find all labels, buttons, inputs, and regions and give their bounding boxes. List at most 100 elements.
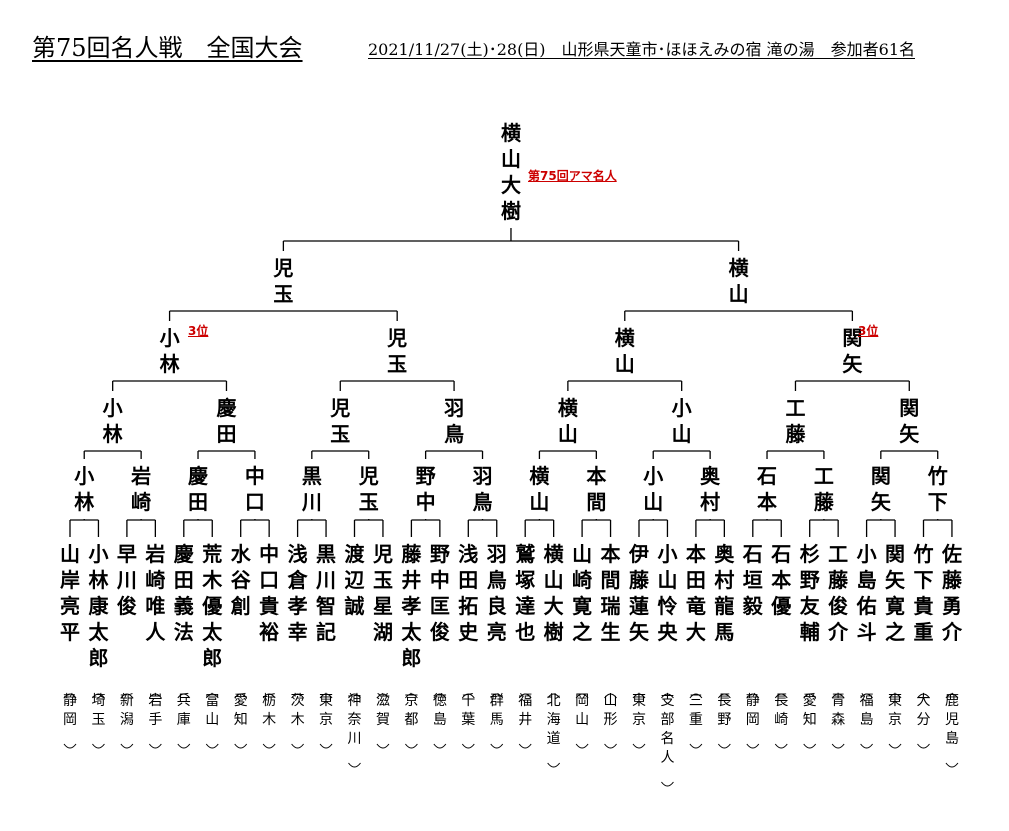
page-title: 第75回名人戦 全国大会 [32,34,303,62]
player-name: 児 玉 星 湖 [372,542,393,644]
prefecture-bracket-mark [917,693,930,699]
prefecture-bracket-mark [205,743,219,749]
winner-name: 関 矢 [870,464,891,514]
player-prefecture: 静 岡 [745,693,760,728]
winner-name: 横 山 [529,464,550,514]
prefecture-bracket-mark [945,693,959,699]
prefecture-bracket-mark [860,693,873,699]
prefecture-bracket-mark [547,762,561,768]
prefecture-bracket-mark [148,743,162,749]
player-name: 中 口 貴 裕 [259,542,280,644]
prefecture-bracket-mark [262,693,276,699]
prefecture-bracket-mark [888,743,902,749]
player-prefecture: 長 崎 [774,693,789,728]
prefecture-bracket-mark [319,693,333,699]
player-prefecture: 京 都 [404,693,419,728]
player-prefecture: 支 部 名 人 [660,693,675,766]
event-info: 2021/11/27(土)･28(日) 山形県天童市･ほほえみの宿 滝の湯 参加… [368,40,915,59]
winner-name: 児 玉 [387,326,408,376]
player-prefecture: 静 岡 [63,693,77,728]
prefecture-bracket-mark [291,693,304,699]
player-prefecture: 新 潟 [119,693,134,728]
winner-name: 工 藤 [813,464,834,514]
prefecture-bracket-mark [177,743,191,749]
player-name: 荒 木 優 太 郎 [202,542,223,670]
player-name: 小 島 佑 斗 [856,542,877,644]
prefecture-bracket-mark [490,693,504,699]
player-name: 伊 藤 蓮 矢 [629,542,649,644]
player-prefecture: 青 森 [831,693,846,728]
winner-name: 野 中 [415,464,436,514]
player-name: 浅 倉 孝 幸 [287,542,308,644]
player-name: 関 矢 寛 之 [885,542,906,644]
player-prefecture: 岡 山 [575,693,590,728]
player-name: 小 山 怜 央 [657,542,678,644]
prefecture-bracket-mark [604,743,617,749]
player-name: 藤 井 孝 太 郎 [401,542,422,670]
prefecture-bracket-mark [433,693,447,699]
player-name: 羽 鳥 良 亮 [486,542,507,644]
player-prefecture: 鹿 児 島 [944,693,959,747]
player-prefecture: 千 葉 [461,693,476,728]
prefecture-bracket-mark [547,693,561,699]
third-place-note-right: 3位 [858,324,879,338]
prefecture-bracket-mark [461,743,475,749]
player-prefecture: 東 京 [632,693,646,728]
prefecture-bracket-mark [234,693,248,699]
winner-name: 小 林 [74,464,95,514]
player-name: 浅 田 拓 史 [458,542,479,644]
winner-name: 横 山 [557,396,578,446]
player-name: 杉 野 友 輔 [799,542,820,644]
prefecture-bracket-mark [604,693,617,699]
prefecture-bracket-mark [575,693,589,699]
winner-name: 奥 村 [700,464,721,514]
third-place-note-left: 3位 [188,324,209,338]
player-name: 野 中 匡 俊 [429,542,450,644]
winner-name: 小 林 [159,326,180,376]
champion-note: 第75回アマ名人 [528,169,617,183]
prefecture-bracket-mark [405,693,418,699]
prefecture-bracket-mark [63,693,77,699]
player-name: 奥 村 龍 馬 [714,542,735,644]
player-prefecture: 岩 手 [148,693,163,728]
winner-name: 小 山 [643,464,664,514]
player-prefecture: 北 海 道 [546,693,561,747]
prefecture-bracket-mark [661,693,674,699]
winner-name: 児 玉 [358,464,379,514]
prefecture-bracket-mark [632,743,646,749]
prefecture-bracket-mark [774,693,788,699]
prefecture-bracket-mark [831,743,845,749]
prefecture-bracket-mark [120,743,134,749]
player-prefecture: 栃 木 [262,693,277,728]
prefecture-bracket-mark [120,693,134,699]
winner-name: 横 山 [728,256,749,306]
prefecture-bracket-mark [92,743,105,749]
prefecture-bracket-mark [689,693,703,699]
winner-name: 羽 鳥 [472,464,493,514]
player-prefecture: 東 京 [319,693,334,728]
player-name: 渡 辺 誠 [344,542,365,618]
prefecture-bracket-mark [803,693,817,699]
prefecture-bracket-mark [945,762,959,768]
winner-name: 関 矢 [842,326,863,376]
prefecture-bracket-mark [689,743,703,749]
prefecture-bracket-mark [746,743,760,749]
prefecture-bracket-mark [348,693,361,699]
player-name: 佐 藤 勇 介 [941,542,962,644]
player-name: 横 山 大 樹 [543,542,564,644]
prefecture-bracket-mark [148,693,162,699]
player-prefecture: 滋 賀 [375,693,390,728]
player-prefecture: 福 井 [518,693,533,728]
prefecture-bracket-mark [63,743,77,749]
player-prefecture: 兵 庫 [176,693,191,728]
winner-name: 工 藤 [785,396,806,446]
prefecture-bracket-mark [348,762,361,768]
prefecture-bracket-mark [319,743,333,749]
player-prefecture: 大 分 [916,693,931,728]
prefecture-bracket-mark [177,693,191,699]
player-prefecture: 富 山 [205,693,220,728]
prefecture-bracket-mark [461,693,475,699]
player-name: 本 田 竜 大 [685,542,706,644]
prefecture-bracket-mark [860,743,873,749]
